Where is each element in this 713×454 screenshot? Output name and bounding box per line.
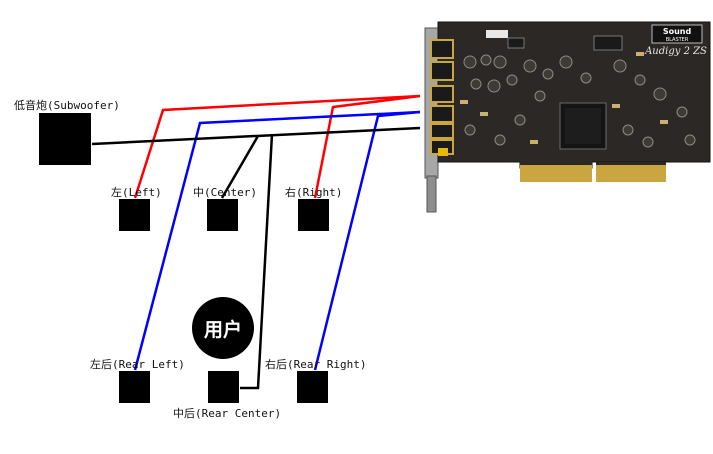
brand-line1: Sound (663, 27, 692, 36)
cables (91, 94, 421, 390)
brand-logo-box (651, 24, 703, 44)
speaker-center (207, 199, 238, 231)
speaker-subwoofer (39, 113, 91, 165)
label-center: 中(Center) (193, 186, 257, 199)
label-rear-left: 左后(Rear Left) (90, 358, 185, 371)
label-rear-center: 中后(Rear Center) (173, 407, 282, 420)
label-right: 右(Right) (285, 186, 343, 199)
speaker-rear-right (297, 371, 328, 403)
speaker-right (298, 199, 329, 231)
internal-connector (593, 35, 623, 51)
cable-rear-center (240, 133, 274, 390)
audio-jacks (430, 39, 454, 156)
internal-connector-2 (507, 37, 525, 49)
cable-left (133, 94, 421, 199)
label-left: 左(Left) (111, 186, 162, 199)
capacitors (463, 54, 696, 148)
sound-card: Sound BLASTER Audigy 2 ZS (424, 21, 711, 213)
user-position-marker: 用户 (192, 297, 254, 359)
cable-center (220, 135, 260, 199)
label-subwoofer: 低音炮(Subwoofer) (14, 99, 120, 112)
speaker-left (119, 199, 150, 231)
cable-right (313, 94, 421, 199)
header-connector (486, 30, 508, 38)
dsp-chip-die (565, 108, 601, 144)
cable-subwoofer (91, 126, 421, 146)
speaker-rear-center (208, 371, 239, 403)
card-model: Audigy 2 ZS (644, 46, 707, 57)
brand-line2: BLASTER (666, 37, 689, 43)
cable-rear-left (133, 110, 421, 371)
pci-bracket-tab (426, 175, 437, 213)
edge-connector (520, 162, 666, 182)
speaker-rear-left (119, 371, 150, 403)
small-components (460, 52, 668, 144)
user-label: 用户 (203, 318, 242, 341)
label-rear-right: 右后(Rear Right) (265, 358, 367, 371)
cable-rear-right (313, 110, 421, 371)
